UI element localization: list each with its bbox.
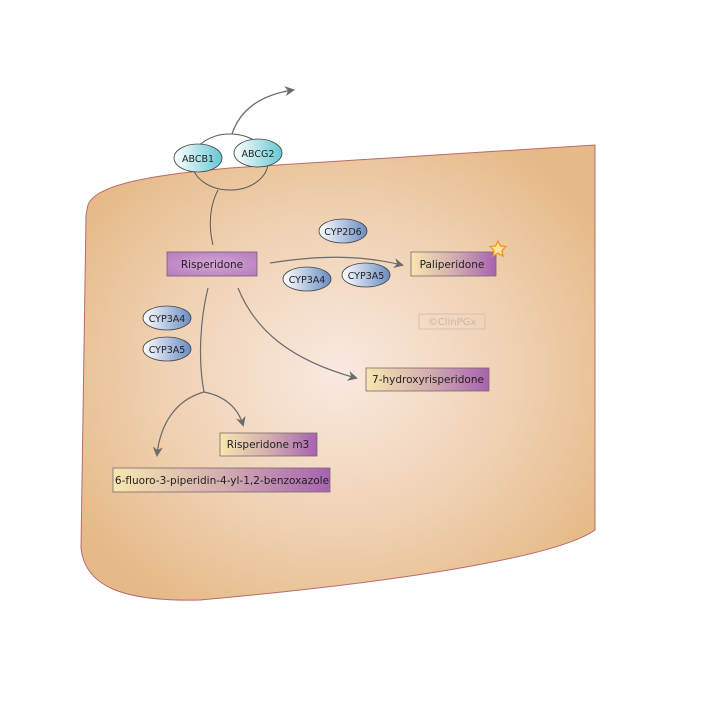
drug-risperidone-label: Risperidone <box>181 259 243 271</box>
arrow-to-risperidone-m3 <box>203 391 246 427</box>
arrow-to-7-hydroxyrisperidone <box>237 287 358 381</box>
enzyme-cyp3a5-m3[interactable]: CYP3A5 <box>142 336 192 362</box>
enzyme-cyp2d6[interactable]: CYP2D6 <box>318 218 368 244</box>
transporter-abcg2[interactable]: ABCG2 <box>233 138 283 168</box>
metabolite-risperidone-m3[interactable]: Risperidone m3 <box>219 432 318 457</box>
metabolite-benzoxazole[interactable]: 6-fluoro-3-piperidin-4-yl-1,2-benzoxazol… <box>112 467 331 493</box>
arrow-stem-to-m3 <box>199 287 209 393</box>
transport-line <box>209 189 219 246</box>
enzyme-cyp3a4-m3-label: CYP3A4 <box>149 314 186 325</box>
transporter-complex: ABCB1 ABCG2 <box>173 86 295 246</box>
enzyme-cyp3a4-paliperidone[interactable]: CYP3A4 <box>282 266 332 292</box>
enzyme-cyp3a5-paliperidone-label: CYP3A5 <box>348 271 385 282</box>
efflux-arrow <box>231 86 295 135</box>
enzyme-cyp3a4-m3[interactable]: CYP3A4 <box>142 305 192 331</box>
enzyme-cyp3a5-m3-label: CYP3A5 <box>149 345 186 356</box>
arrow-to-paliperidone <box>269 256 404 269</box>
metabolite-benzoxazole-label: 6-fluoro-3-piperidin-4-yl-1,2-benzoxazol… <box>115 475 329 487</box>
transporter-abcb1[interactable]: ABCB1 <box>173 143 223 173</box>
transporter-abcg2-label: ABCG2 <box>242 149 275 160</box>
active-metabolite-star-icon <box>488 239 508 258</box>
enzyme-cyp3a4-paliperidone-label: CYP3A4 <box>289 275 326 286</box>
arrow-to-benzoxazole <box>152 391 205 457</box>
enzyme-cyp3a5-paliperidone[interactable]: CYP3A5 <box>341 262 391 288</box>
watermark: ©ClinPGx <box>418 313 486 330</box>
metabolite-7-hydroxyrisperidone-label: 7-hydroxyrisperidone <box>372 374 484 386</box>
metabolite-7-hydroxyrisperidone[interactable]: 7-hydroxyrisperidone <box>365 367 490 392</box>
metabolite-risperidone-m3-label: Risperidone m3 <box>227 439 310 451</box>
enzyme-cyp2d6-label: CYP2D6 <box>324 227 361 238</box>
drug-risperidone[interactable]: Risperidone <box>166 251 258 277</box>
metabolite-paliperidone-label: Paliperidone <box>420 259 485 271</box>
transporter-abcb1-label: ABCB1 <box>182 154 214 165</box>
watermark-text: ©ClinPGx <box>428 317 477 328</box>
metabolite-paliperidone[interactable]: Paliperidone <box>410 239 508 277</box>
